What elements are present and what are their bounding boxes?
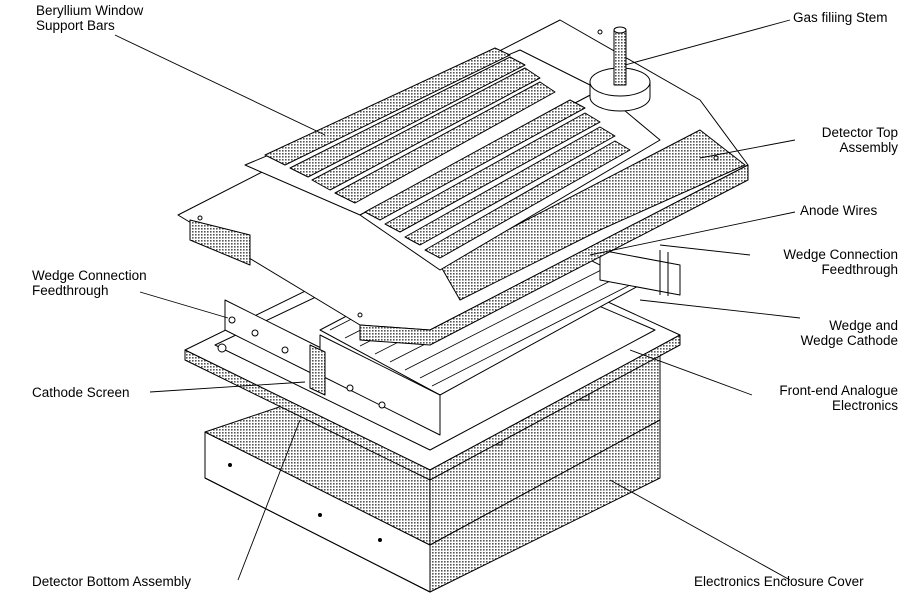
label-line: Feedthrough (821, 262, 898, 277)
label-cathode-screen: Cathode Screen (32, 385, 130, 400)
label-line: Assembly (839, 140, 898, 155)
label-gas-filling-stem: Gas filiing Stem (793, 10, 888, 25)
label-line: Support Bars (36, 18, 115, 33)
label-detector-bottom-assembly: Detector Bottom Assembly (32, 574, 192, 589)
leader-lines (114, 19, 801, 581)
label-line: Feedthrough (32, 283, 109, 298)
label-line: Wedge Connection (32, 268, 147, 283)
label-electronics-enclosure-cover: Electronics Enclosure Cover (694, 574, 864, 589)
label-line: Wedge Connection (783, 247, 898, 262)
detector-top-assembly (177, 19, 749, 346)
label-anode-wires: Anode Wires (800, 203, 878, 218)
label-line: Electronics (831, 398, 898, 413)
label-line: Front-end Analogue (779, 383, 898, 398)
label-line: Wedge Cathode (800, 333, 898, 348)
label-line: Wedge and (829, 318, 898, 333)
electronics-enclosure-cover (204, 344, 661, 593)
gas-filling-stem (589, 26, 651, 112)
label-line: Beryllium Window (36, 3, 144, 18)
label-line: Detector Top (821, 125, 898, 140)
